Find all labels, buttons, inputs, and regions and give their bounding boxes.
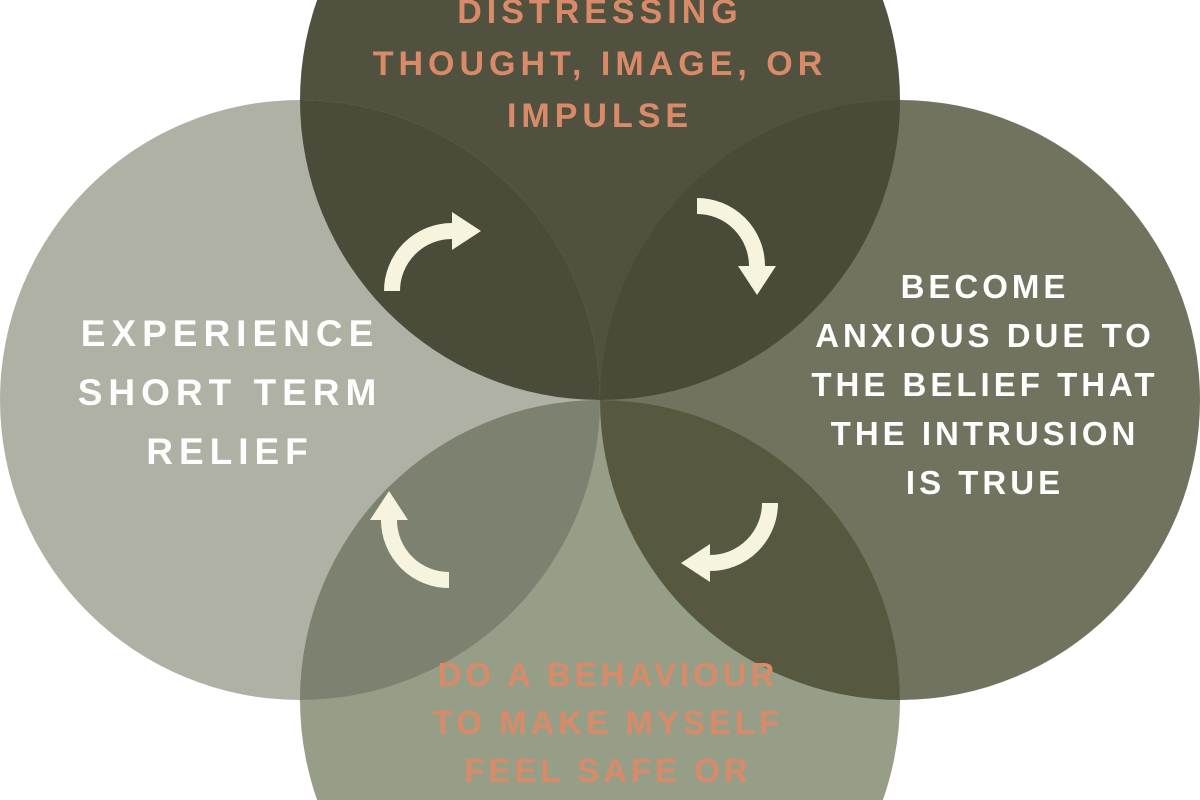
node-line: TO MAKE MYSELF <box>432 704 784 741</box>
node-line: IMPULSE <box>506 97 694 135</box>
node-left-label: EXPERIENCE SHORT TERM RELIEF <box>10 304 450 481</box>
node-line: RELIEF <box>146 431 314 472</box>
arrow-curve <box>384 223 453 292</box>
arrow-head <box>452 212 481 250</box>
node-line: ANXIOUS DUE TO <box>815 317 1155 354</box>
node-line: EXPERIENCE <box>80 313 380 354</box>
node-top-label: DISTRESSING THOUGHT, IMAGE, OR IMPULSE <box>320 0 880 142</box>
node-line: DISTRESSING <box>457 0 743 31</box>
overlap-top-left <box>300 100 600 400</box>
node-line: THE BELIEF THAT <box>811 366 1159 403</box>
node-line: THOUGHT, IMAGE, OR <box>372 45 828 83</box>
node-line: DO A BEHAVIOUR <box>437 656 779 693</box>
node-line: SHORT TERM <box>77 372 383 413</box>
node-line: THE INTRUSION <box>830 415 1140 452</box>
node-line: IS TRUE <box>905 464 1065 501</box>
overlap-bottom-left <box>300 400 600 700</box>
node-line: FEEL SAFE OR <box>464 752 752 789</box>
node-right-label: BECOME ANXIOUS DUE TO THE BELIEF THAT TH… <box>770 262 1200 507</box>
node-line: BECOME <box>900 268 1070 305</box>
node-bottom-label: DO A BEHAVIOUR TO MAKE MYSELF FEEL SAFE … <box>378 651 838 795</box>
cycle-arrow-top-left-icon <box>384 212 481 292</box>
